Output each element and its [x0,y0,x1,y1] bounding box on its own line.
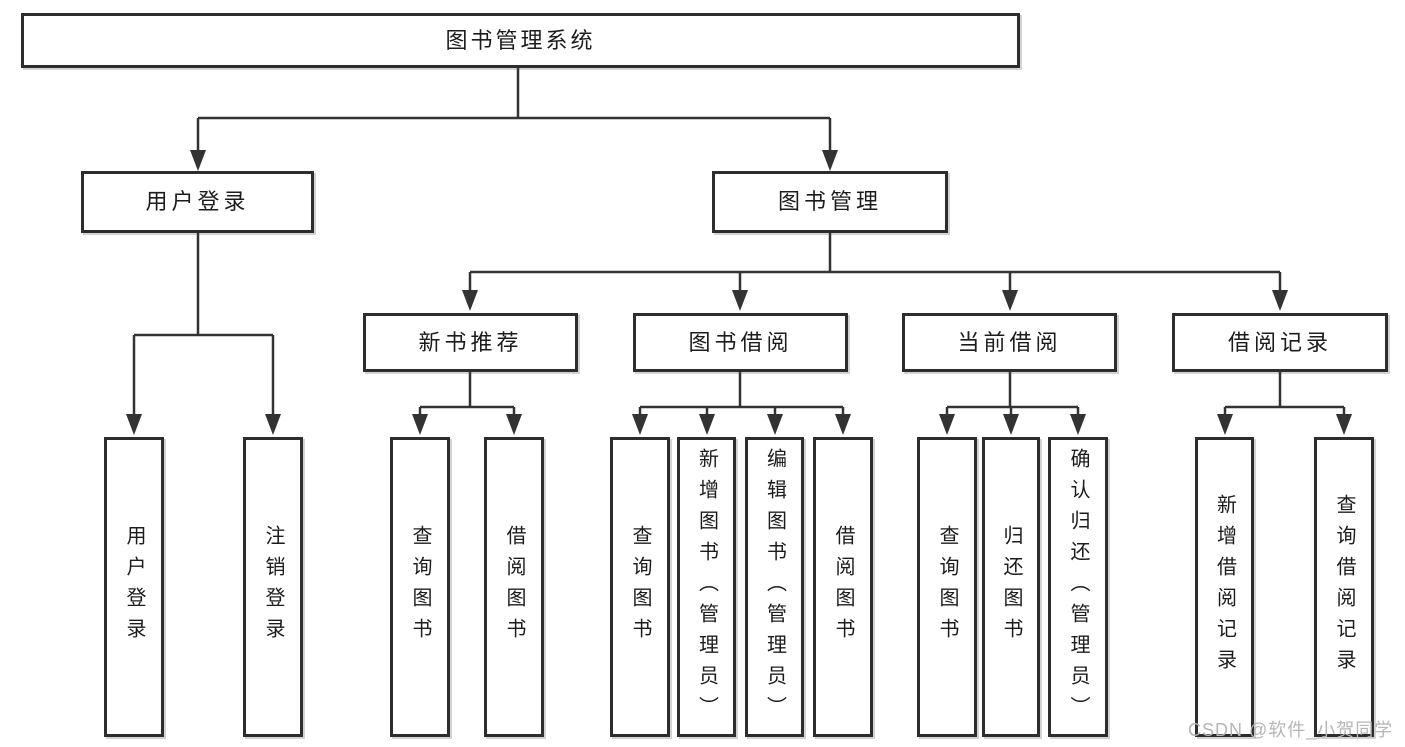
leaf-recommend-query-books: 查询图书 [390,437,450,737]
leaf-records-add-record: 新增借阅记录 [1195,437,1254,737]
node-user-login-branch: 用户登录 [81,171,314,233]
leaf-borrowing-borrow-books: 借阅图书 [813,437,873,737]
leaf-user-login: 用户登录 [104,437,164,737]
node-root-system: 图书管理系统 [21,13,1020,68]
node-current-borrowing: 当前借阅 [902,313,1117,372]
node-book-management-branch: 图书管理 [712,171,948,233]
leaf-current-query-books: 查询图书 [917,437,977,737]
leaf-borrowing-edit-books-admin: 编辑图书（管理员） [745,437,804,737]
leaf-records-query-record: 查询借阅记录 [1314,437,1374,737]
node-new-book-recommendation: 新书推荐 [363,313,578,372]
leaf-borrowing-add-books-admin: 新增图书（管理员） [677,437,736,737]
node-book-borrowing: 图书借阅 [633,313,848,372]
leaf-borrowing-query-books: 查询图书 [610,437,670,737]
leaf-recommend-borrow-books: 借阅图书 [484,437,544,737]
node-borrowing-records: 借阅记录 [1172,313,1388,372]
leaf-current-confirm-return-admin: 确认归还（管理员） [1048,437,1108,737]
leaf-logout: 注销登录 [243,437,303,737]
arrowheads [126,150,1352,435]
csdn-watermark: CSDN @软件_小贺同学 [1188,720,1394,740]
leaf-current-return-books: 归还图书 [982,437,1040,737]
